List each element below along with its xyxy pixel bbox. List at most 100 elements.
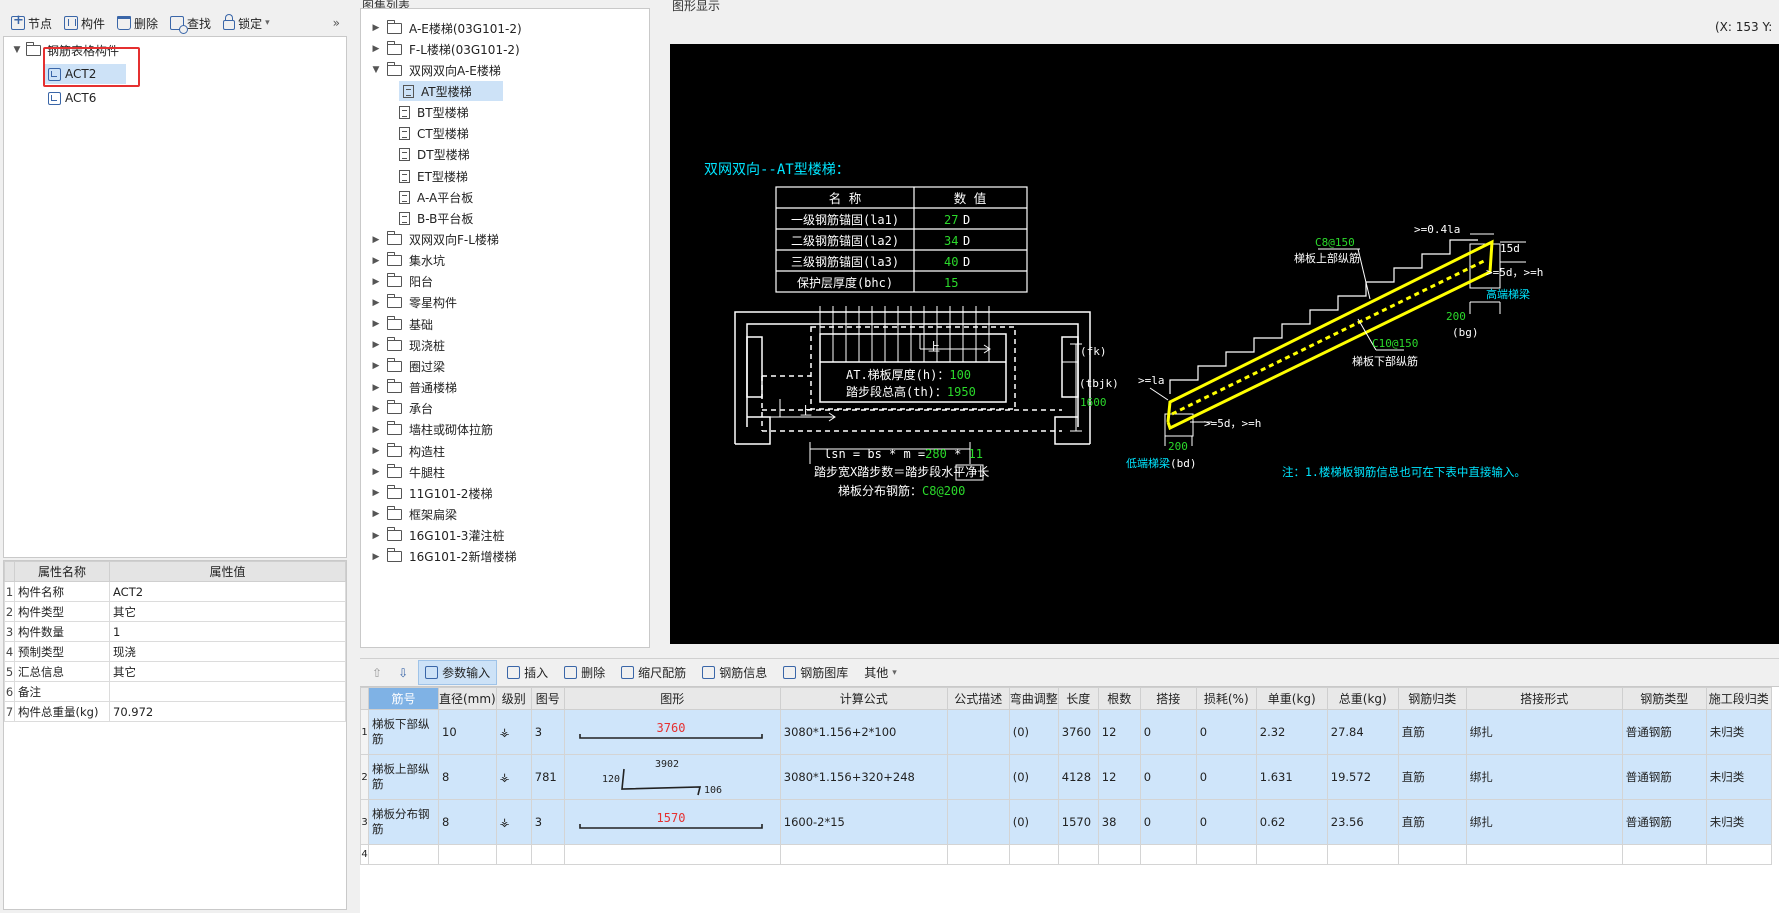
rebar-cell[interactable] [1139, 844, 1197, 865]
rebar-shape-cell[interactable]: 3760 [563, 709, 781, 755]
delete-row-button[interactable]: 删除 [558, 661, 611, 684]
rebar-column-header[interactable]: 计算公式 [779, 687, 948, 710]
tree-item-act2[interactable]: ACT2 [44, 64, 126, 84]
rebar-cell[interactable] [1255, 844, 1328, 865]
rebar-cell-lap[interactable]: 0 [1139, 709, 1197, 755]
atlas-folder-item[interactable]: ▶集水坑 [371, 251, 445, 271]
rebar-cell[interactable] [1397, 844, 1467, 865]
rebar-cell-name[interactable]: 梯板分布钢筋 [368, 799, 439, 845]
atlas-drawing-item[interactable]: A-A平台板 [399, 187, 473, 207]
chevron-right-icon[interactable]: ▶ [372, 509, 380, 520]
rebar-column-header[interactable]: 弯曲调整 [1008, 687, 1059, 710]
chevron-right-icon[interactable]: ▶ [372, 530, 380, 541]
property-value[interactable]: ACT2 [109, 581, 346, 602]
atlas-folder-item[interactable]: ▶A-E楼梯(03G101-2) [371, 18, 522, 38]
property-value[interactable]: 其它 [109, 661, 346, 682]
rebar-cell-phase[interactable]: 未归类 [1705, 709, 1772, 755]
rebar-cell[interactable] [530, 844, 565, 865]
rebar-cell-lap[interactable]: 0 [1139, 799, 1197, 845]
rebar-cell[interactable] [1465, 844, 1623, 865]
rebar-cell[interactable] [1097, 844, 1141, 865]
move-up-button[interactable]: ⇧ [366, 663, 388, 683]
rebar-cell-loss[interactable]: 0 [1195, 799, 1257, 845]
property-value[interactable]: 1 [109, 621, 346, 642]
rebar-column-header[interactable]: 图形 [563, 687, 781, 710]
atlas-drawing-item[interactable]: ET型楼梯 [399, 166, 468, 186]
atlas-drawing-item[interactable]: B-B平台板 [399, 208, 473, 228]
other-menu-button[interactable]: 其他▾ [858, 661, 903, 684]
rebar-column-header[interactable]: 级别 [495, 687, 532, 710]
rebar-column-header[interactable]: 图号 [530, 687, 565, 710]
atlas-folder-item[interactable]: ▶16G101-2新增楼梯 [371, 547, 516, 567]
chevron-right-icon[interactable]: ▶ [372, 488, 380, 499]
chevron-right-icon[interactable]: ▶ [372, 403, 380, 414]
atlas-folder-item[interactable]: ▶牛腿柱 [371, 462, 445, 482]
rebar-cell-grade[interactable]: ⚶ [495, 799, 532, 845]
atlas-drawing-item[interactable]: AT型楼梯 [399, 81, 503, 102]
property-value[interactable]: 现浇 [109, 641, 346, 662]
chevron-right-icon[interactable]: ▶ [372, 467, 380, 478]
rebar-cell-lap-type[interactable]: 绑扎 [1465, 709, 1623, 755]
rebar-cell-count[interactable]: 12 [1097, 709, 1141, 755]
move-down-button[interactable]: ⇩ [392, 663, 414, 683]
rebar-column-header[interactable]: 总重(kg) [1326, 687, 1399, 710]
rebar-column-header[interactable]: 钢筋归类 [1397, 687, 1467, 710]
chevron-down-icon[interactable]: ▼ [372, 65, 380, 76]
atlas-folder-item[interactable]: ▶16G101-3灌注桩 [371, 526, 504, 546]
rebar-cell-desc[interactable] [946, 799, 1010, 845]
lock-button[interactable]: 锁定 ▾ [218, 13, 275, 34]
chevron-right-icon[interactable]: ▶ [372, 382, 380, 393]
rebar-cell[interactable] [1195, 844, 1257, 865]
rebar-column-header[interactable]: 搭接形式 [1465, 687, 1623, 710]
chevron-right-icon[interactable]: ▶ [372, 340, 380, 351]
atlas-folder-item[interactable]: ▶普通楼梯 [371, 378, 457, 398]
rebar-cell[interactable] [1008, 844, 1059, 865]
rebar-cell-length[interactable]: 3760 [1057, 709, 1099, 755]
rebar-cell-loss[interactable]: 0 [1195, 709, 1257, 755]
rebar-cell[interactable] [438, 844, 497, 865]
rebar-cell-total-w[interactable]: 19.572 [1326, 754, 1399, 800]
rebar-cell-formula[interactable]: 3080*1.156+320+248 [779, 754, 948, 800]
rebar-cell-rebar-type[interactable]: 普通钢筋 [1621, 709, 1707, 755]
rebar-cell-length[interactable]: 4128 [1057, 754, 1099, 800]
rebar-cell-category[interactable]: 直筋 [1397, 709, 1467, 755]
rebar-cell-unit-w[interactable]: 2.32 [1255, 709, 1328, 755]
rebar-cell-dia[interactable]: 8 [438, 754, 497, 800]
insert-button[interactable]: 插入 [501, 661, 554, 684]
rebar-cell-grade[interactable]: ⚶ [495, 709, 532, 755]
rebar-cell-fig[interactable]: 781 [530, 754, 565, 800]
atlas-folder-item[interactable]: ▶圈过梁 [371, 356, 445, 376]
rebar-cell-category[interactable]: 直筋 [1397, 754, 1467, 800]
rebar-column-header[interactable]: 根数 [1097, 687, 1141, 710]
atlas-folder-item[interactable]: ▼双网双向A-E楼梯 [371, 60, 501, 80]
rebar-shape-cell[interactable]: 3902 120 106 [563, 754, 781, 800]
rebar-cell-bend[interactable]: (0) [1008, 709, 1059, 755]
rebar-cell-phase[interactable]: 未归类 [1705, 754, 1772, 800]
add-component-button[interactable]: 构件 [59, 13, 110, 34]
chevron-right-icon[interactable]: ▶ [372, 446, 380, 456]
rebar-shape-cell[interactable]: 1570 [563, 799, 781, 845]
param-value[interactable]: 27 [944, 213, 958, 227]
rebar-cell-grade[interactable]: ⚶ [495, 754, 532, 800]
atlas-folder-item[interactable]: ▶11G101-2楼梯 [371, 483, 492, 503]
rebar-library-button[interactable]: 钢筋图库 [777, 661, 854, 684]
rebar-column-header[interactable]: 筋号 [368, 687, 439, 710]
delete-button[interactable]: 删除 [112, 13, 163, 34]
rebar-cell-unit-w[interactable]: 0.62 [1255, 799, 1328, 845]
atlas-folder-item[interactable]: ▶基础 [371, 314, 433, 334]
chevron-right-icon[interactable]: ▶ [372, 276, 380, 287]
rebar-cell[interactable] [1326, 844, 1399, 865]
chevron-right-icon[interactable]: ▶ [372, 551, 380, 562]
atlas-folder-item[interactable]: ▶双网双向F-L楼梯 [371, 230, 499, 250]
rebar-row[interactable]: 4 [360, 844, 1772, 865]
find-button[interactable]: 查找 [165, 13, 216, 34]
rebar-cell-total-w[interactable]: 27.84 [1326, 709, 1399, 755]
rebar-column-header[interactable]: 损耗(%) [1195, 687, 1257, 710]
atlas-folder-item[interactable]: ▶F-L楼梯(03G101-2) [371, 39, 520, 59]
rebar-cell-lap-type[interactable]: 绑扎 [1465, 799, 1623, 845]
